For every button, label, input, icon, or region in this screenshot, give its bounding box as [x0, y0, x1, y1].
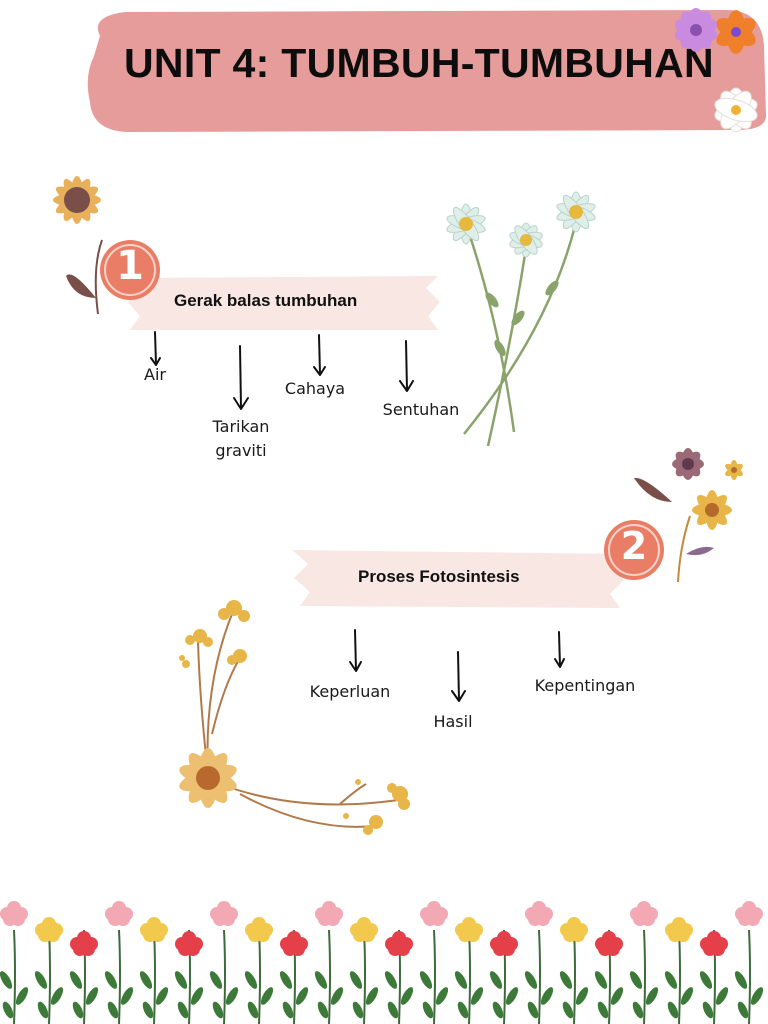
branch-label: Cahaya: [284, 379, 346, 398]
page-title: UNIT 4: TUMBUH-TUMBUHAN: [124, 40, 714, 86]
section2-heading: Proses Fotosintesis: [358, 567, 520, 586]
branch-label: Kepentingan: [534, 676, 636, 695]
border-flower: [381, 929, 417, 1024]
border-flower: [66, 929, 102, 1024]
branch-label: Keperluan: [309, 682, 391, 701]
border-flower: [31, 917, 67, 1024]
flower-cluster-icon: [179, 600, 410, 835]
border-flower: [556, 917, 592, 1024]
border-flower: [206, 901, 242, 1024]
border-flower: [626, 901, 662, 1024]
border-flower: [101, 901, 137, 1024]
border-flower: [591, 929, 627, 1024]
border-flower: [696, 929, 732, 1024]
section2-ribbon: [292, 550, 624, 608]
border-flower: [276, 929, 312, 1024]
border-flower: [661, 917, 697, 1024]
border-flower: [0, 901, 32, 1024]
section1-ribbon: [128, 276, 440, 330]
border-flower: [241, 917, 277, 1024]
flower-icon: [53, 176, 103, 315]
badge-number: 2: [620, 524, 648, 568]
flower-cluster-icon: [634, 448, 743, 583]
branch-label: Sentuhan: [382, 400, 460, 419]
border-flower: [521, 901, 557, 1024]
border-flower: [731, 901, 767, 1024]
section1-heading: Gerak balas tumbuhan: [174, 291, 358, 310]
number-badge: [604, 520, 664, 580]
branch-label: Air: [144, 365, 166, 384]
border-flower: [451, 917, 487, 1024]
number-badge: [100, 240, 160, 300]
border-flower: [136, 917, 172, 1024]
badge-number: 1: [116, 243, 144, 289]
border-flower: [171, 929, 207, 1024]
daisy-bouquet-icon: [446, 191, 596, 447]
branch-label: Tarikan graviti: [212, 417, 270, 460]
flower-border-icon: [0, 901, 767, 1024]
border-flower: [486, 929, 522, 1024]
branch-label: Hasil: [433, 712, 473, 731]
border-flower: [311, 901, 347, 1024]
title-banner: [87, 10, 766, 132]
flower-cluster-icon: [674, 8, 758, 133]
border-flower: [416, 901, 452, 1024]
border-flower: [346, 917, 382, 1024]
